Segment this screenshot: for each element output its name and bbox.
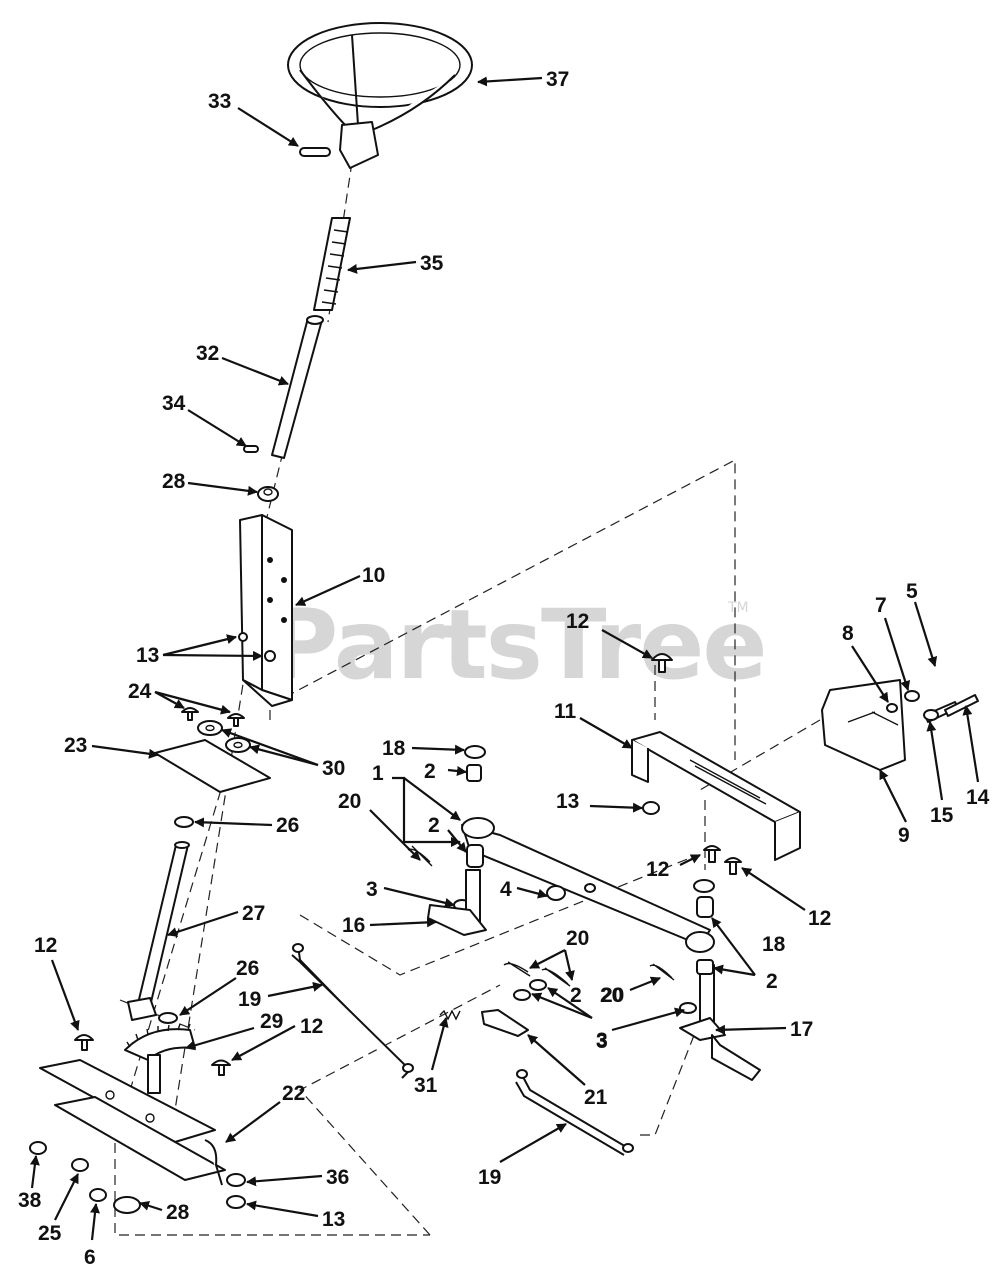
- callout-26: 26: [276, 814, 299, 837]
- callout-32: 32: [196, 342, 219, 365]
- callout-15: 15: [930, 804, 954, 827]
- callout-24: 24: [128, 680, 152, 703]
- callout-25: 25: [38, 1222, 62, 1245]
- callout-11: 11: [554, 700, 577, 723]
- callout-13: 13: [322, 1208, 345, 1231]
- callout-12: 12: [646, 858, 669, 881]
- callout-7: 7: [875, 594, 887, 617]
- carriage-bolts: [74, 1034, 231, 1076]
- callout-5: 5: [906, 580, 918, 603]
- callout-19: 19: [238, 988, 261, 1011]
- callout-3: 3: [596, 1030, 608, 1053]
- callout-26: 26: [236, 957, 259, 980]
- callout-12: 12: [566, 610, 589, 633]
- callout-31: 31: [414, 1074, 438, 1097]
- drag-link-lower: [515, 1069, 634, 1156]
- pin-34: [243, 445, 259, 453]
- callout-34: 34: [162, 392, 186, 415]
- lock-nuts-lower: [29, 1141, 246, 1214]
- callout-13: 13: [136, 644, 159, 667]
- callout-21: 21: [584, 1086, 608, 1109]
- callout-35: 35: [420, 252, 444, 275]
- callout-4: 4: [500, 878, 512, 901]
- leader-lines: [29, 76, 980, 1241]
- callout-2: 2: [570, 984, 582, 1007]
- callout-27: 27: [242, 902, 265, 925]
- left-spindle: [427, 869, 487, 936]
- axle-support-bracket: [631, 731, 801, 861]
- callout-19: 19: [478, 1166, 501, 1189]
- callout-8: 8: [842, 622, 854, 645]
- callout-13: 13: [556, 790, 579, 813]
- callout-2: 2: [766, 970, 778, 993]
- partstree-watermark: PartsTree TM: [268, 589, 767, 701]
- callout-3: 3: [596, 1029, 608, 1052]
- steering-wheel: [287, 22, 473, 169]
- callout-20: 20: [338, 790, 361, 813]
- callout-20: 20: [600, 984, 623, 1007]
- drag-link-upper: [291, 943, 414, 1079]
- callout-1: 1: [372, 762, 384, 785]
- callout-18: 18: [382, 737, 406, 760]
- callout-9: 9: [898, 824, 910, 847]
- callout-33: 33: [208, 90, 231, 113]
- svg-text:TM: TM: [727, 600, 749, 616]
- callout-29: 29: [260, 1010, 283, 1033]
- callout-23: 23: [64, 734, 87, 757]
- callout-10: 10: [362, 564, 385, 587]
- steering-grip-sleeve: [313, 217, 351, 311]
- callout-36: 36: [326, 1166, 349, 1189]
- right-spindle: [679, 964, 761, 1081]
- callout-30: 30: [322, 757, 345, 780]
- callout-37: 37: [546, 68, 569, 91]
- callout-17: 17: [790, 1018, 813, 1041]
- callout-6: 6: [84, 1246, 96, 1269]
- callout-18: 18: [762, 933, 786, 956]
- steering-gear-shaft: [127, 841, 190, 1021]
- callout-20: 20: [601, 984, 624, 1007]
- mounting-plate: [154, 739, 271, 793]
- callout-16: 16: [342, 914, 365, 937]
- bolts-24: [181, 707, 245, 727]
- svg-text:PartsTree: PartsTree: [268, 589, 765, 701]
- spring: [439, 1009, 461, 1021]
- lower-steering-plates: [39, 1059, 226, 1186]
- column-support-bracket: [238, 514, 293, 707]
- roll-pin: [299, 147, 331, 157]
- callout-22: 22: [282, 1082, 305, 1105]
- steering-shaft: [271, 315, 324, 459]
- steering-arm: [481, 1009, 529, 1037]
- callout-12: 12: [300, 1015, 323, 1038]
- callout-12: 12: [808, 907, 831, 930]
- callout-28: 28: [162, 470, 186, 493]
- callout-3: 3: [366, 878, 378, 901]
- callout-12: 12: [34, 934, 57, 957]
- callout-2: 2: [424, 760, 436, 783]
- right-mount-bracket: [821, 679, 906, 771]
- bracket-fasteners: [642, 653, 742, 875]
- callout-38: 38: [18, 1189, 42, 1212]
- washer-26-top: [174, 816, 194, 828]
- bushing-top: [257, 486, 279, 502]
- flange-nuts-30: [197, 720, 251, 753]
- washer-26-bottom: [158, 1012, 178, 1024]
- callout-2: 2: [428, 814, 440, 837]
- bracket-hardware: [886, 690, 979, 723]
- callout-28: 28: [166, 1201, 190, 1224]
- sector-gear: [124, 1023, 196, 1094]
- callout-labels: 37 33 35 32 34 28 10 13 24 23 30 26 27 1…: [18, 68, 990, 1269]
- callout-20: 20: [566, 927, 589, 950]
- callout-14: 14: [966, 786, 990, 809]
